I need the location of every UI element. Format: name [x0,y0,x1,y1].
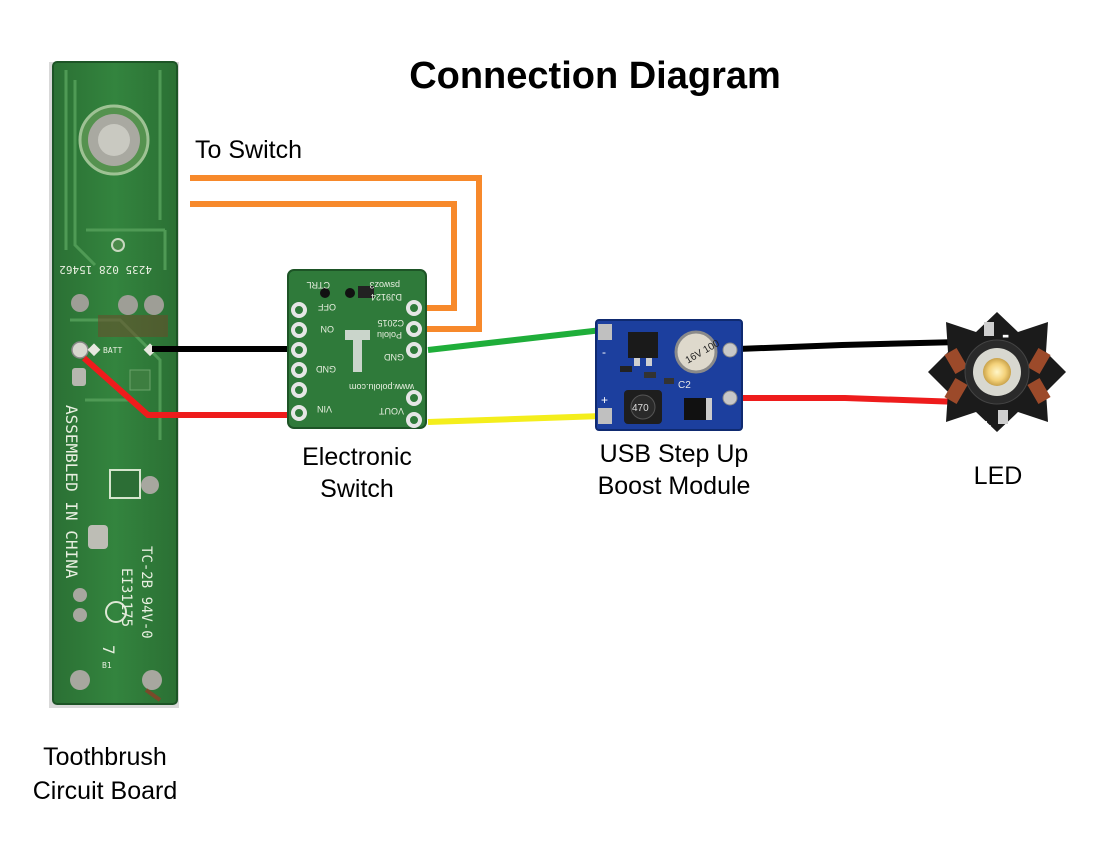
boost-module: 16V 100 470 C2 - + [595,319,743,431]
wire-orange-inner [190,201,457,311]
switch-on-text: ON [321,324,335,334]
pcb-rating-text: TC-2B 94V-0 [138,546,154,639]
boost-plus-text: + [601,393,608,407]
switch-part-text: pswoz3 [369,280,400,290]
switch-vin-text: VIN [317,404,332,414]
led-plus-text: + [980,416,992,438]
wire-red-board-switch [82,355,288,418]
wire-red-boost-led [738,395,961,405]
boost-minus-text: - [602,345,606,359]
label-circuit-board-line1: Toothbrush [43,743,167,771]
wires [82,175,961,425]
wire-yellow-switch-boost [427,413,603,425]
switch-off-text: OFF [318,302,336,312]
wire-green-switch-boost [427,327,603,353]
label-electronic-switch-line2: Switch [320,475,394,503]
label-circuit-board: Toothbrush Circuit Board [10,740,200,808]
switch-url-text: www.pololu.com [349,382,415,392]
switch-gnd-left-text: GND [316,364,337,374]
label-electronic-switch: Electronic Switch [278,441,436,505]
page-title: Connection Diagram [409,55,781,97]
capacitor-icon [674,330,718,374]
pcb-seven-text: 7 [99,645,118,655]
label-boost-module: USB Step Up Boost Module [574,438,774,502]
label-led: LED [973,462,1023,490]
switch-gnd-right-text: GND [384,352,405,362]
pcb-codes-top-text: 4235 028 15462 [59,263,152,276]
pololu-logo-icon [345,330,370,372]
label-circuit-board-line2: Circuit Board [32,777,178,805]
pcb-batt-text: BATT [103,346,122,355]
label-electronic-switch-line1: Electronic [302,443,412,471]
switch-brand-text: Pololu [377,330,402,340]
led-emitter-icon [983,358,1011,386]
pcb-assembled-text: ASSEMBLED IN CHINA [62,405,81,579]
led-star: - + [928,312,1066,438]
pcb-code-text: EI31175 [118,568,134,627]
wire-orange-outer [190,175,482,332]
label-boost-module-line2: Boost Module [597,472,751,500]
switch-ctrl-text: CTRL [306,280,330,290]
label-boost-module-line1: USB Step Up [599,440,749,468]
wire-label-to-switch: To Switch [195,136,302,164]
boost-inductor-text: 470 [632,403,649,414]
boost-c2-text: C2 [678,380,691,391]
electronic-switch-module: CTRL OFF ON GND VIN GND VOUT Pololu C201… [287,269,427,429]
batt-plus-pad [71,341,89,359]
pcb-b1-text: B1 [102,661,112,670]
switch-model-text: C2015 [377,318,404,328]
switch-vout-text: VOUT [378,406,404,416]
led-minus-text: - [1002,322,1009,347]
wire-black-boost-led [737,339,961,352]
switch-code-text: DJ9124 [371,292,402,302]
